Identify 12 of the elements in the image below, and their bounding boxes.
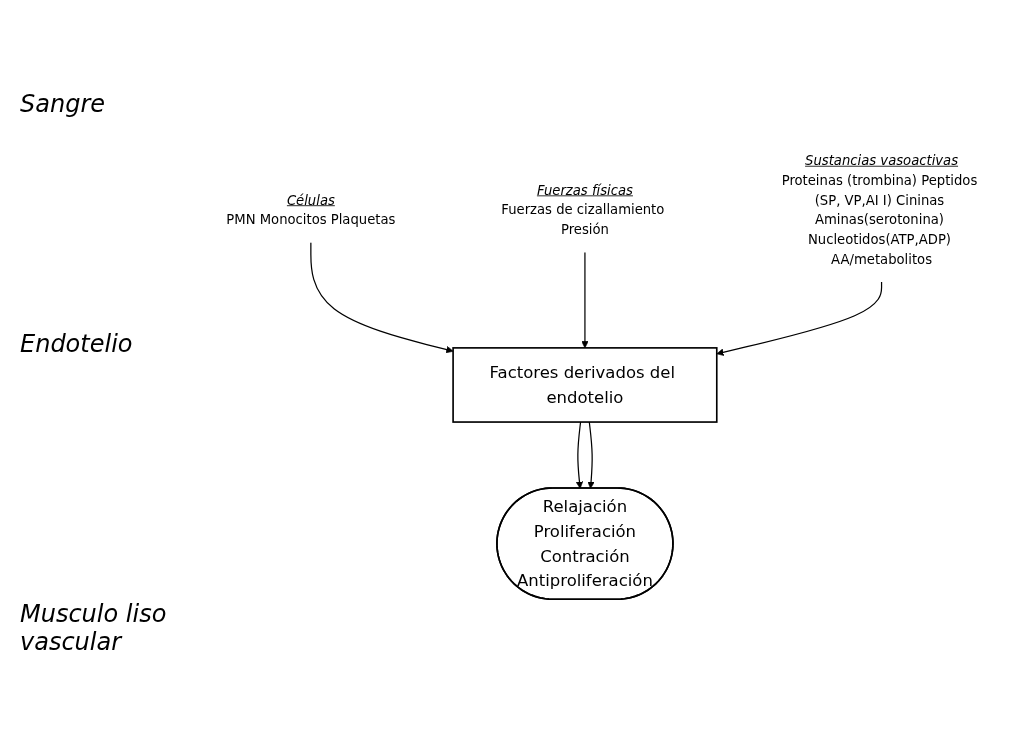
arrow (310, 241, 454, 353)
row-label: Endotelio (20, 330, 134, 358)
arrow (587, 421, 595, 489)
arrow (581, 251, 589, 348)
node-text: Sustancias vasoactivas Proteinas (trombina) Peptidos (SP, VP,AI I) Cininas Aminas(serotonina) Nucleotidos(ATP,ADP) AA/metabolitos (781, 152, 978, 267)
arrow (716, 280, 883, 356)
row-label: Musculo liso vascular (20, 600, 168, 656)
arrow (575, 421, 584, 489)
node-box: Factores derivados del endotelio (452, 346, 718, 423)
node-text: Células PMN Monocitos Plaquetas (226, 191, 396, 228)
row-label: Sangre (20, 90, 107, 118)
node-text: Fuerzas físicas Fuerzas de cizallamiento Presión (501, 181, 665, 238)
